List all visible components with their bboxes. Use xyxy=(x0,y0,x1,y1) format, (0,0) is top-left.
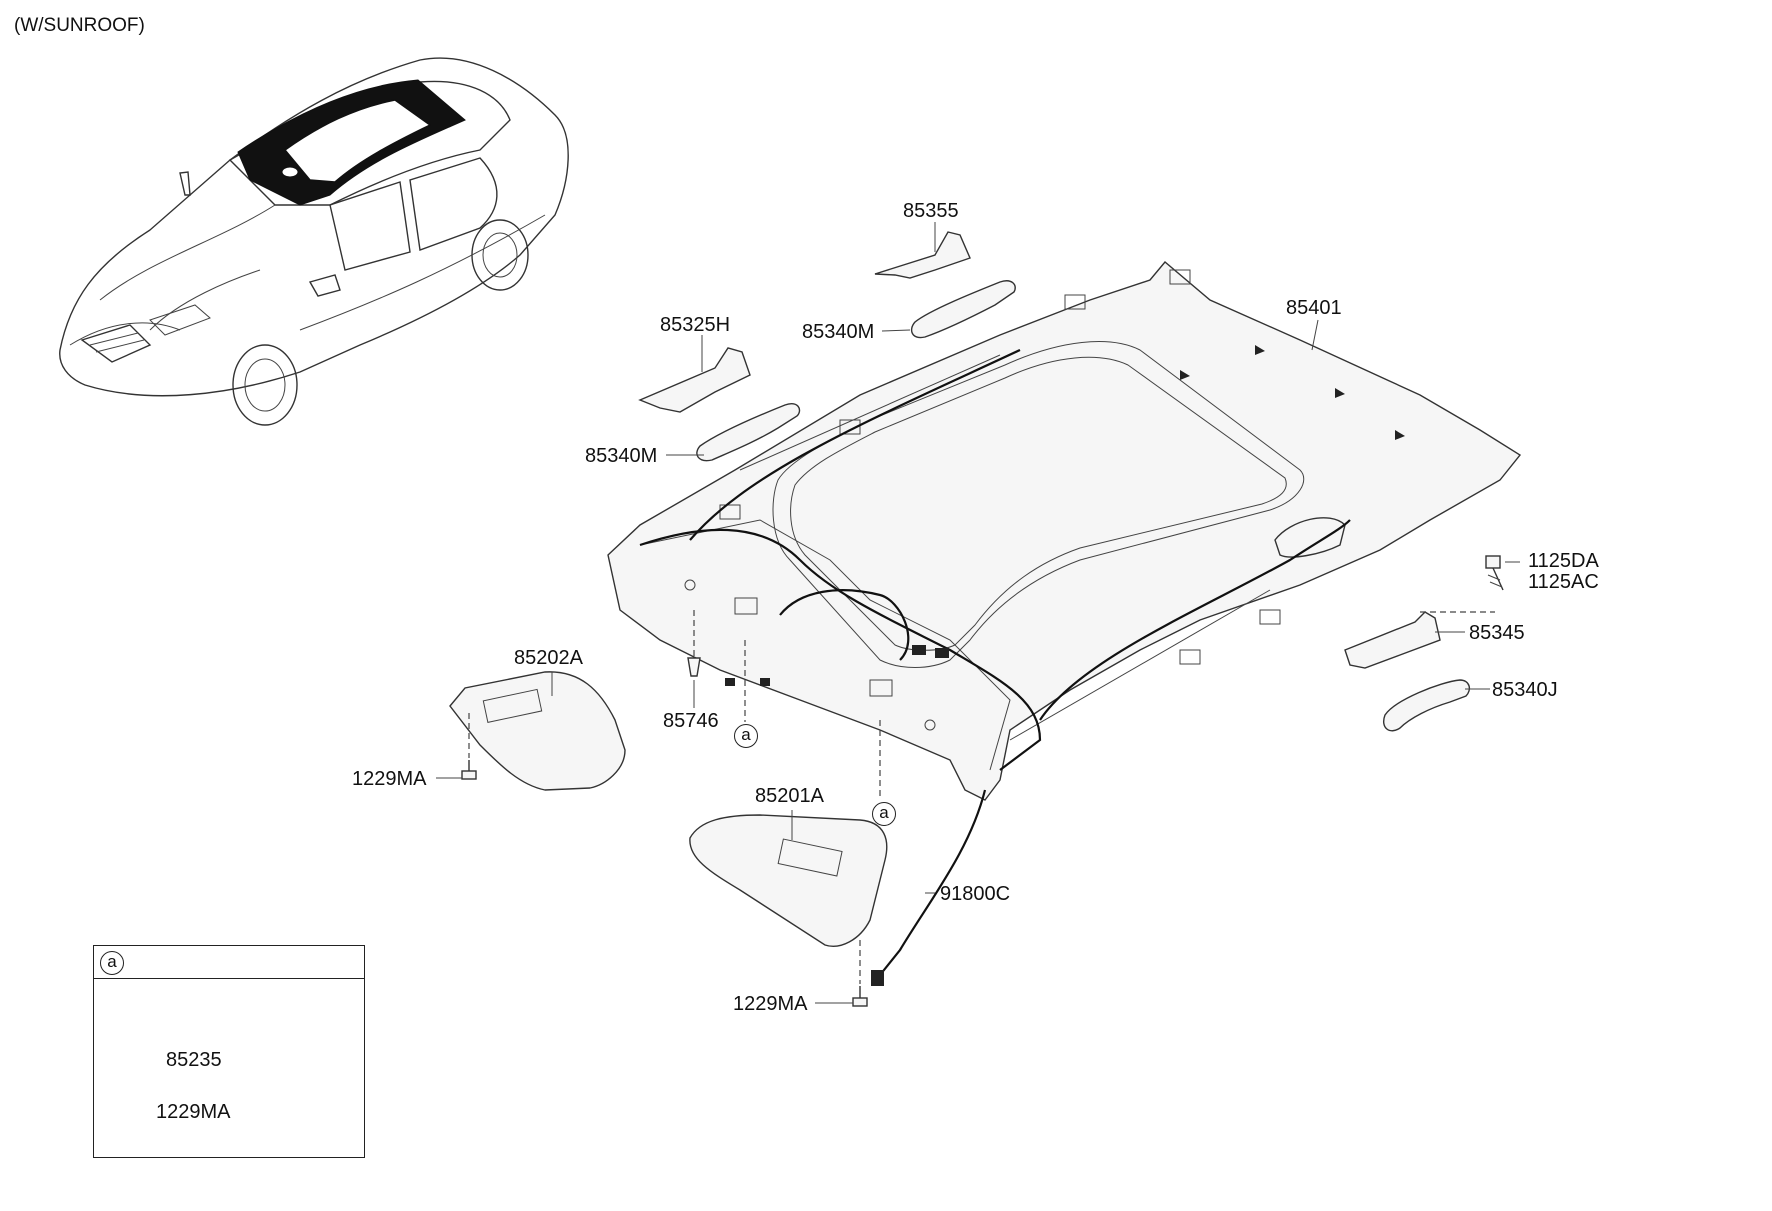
label-85355: 85355 xyxy=(903,200,959,222)
detail-inset-a: a xyxy=(93,945,365,1158)
label-85345: 85345 xyxy=(1469,622,1525,644)
headliner-85401 xyxy=(607,261,1522,986)
grab-handle-85340M-top xyxy=(910,280,1016,339)
clip-85746 xyxy=(687,610,701,677)
bolt-1125DA xyxy=(1485,555,1504,591)
grab-handle-85340J xyxy=(1383,679,1471,732)
screw-1229MA-left xyxy=(461,713,477,780)
label-85201A: 85201A xyxy=(755,785,824,807)
bracket-85355 xyxy=(874,231,971,279)
label-91800C: 91800C xyxy=(940,883,1011,905)
label-85401: 85401 xyxy=(1286,297,1342,319)
label-1125AC: 1125AC xyxy=(1528,571,1599,593)
bracket-85325H xyxy=(638,347,751,413)
label-85340M-top: 85340M xyxy=(802,321,875,343)
label-85340M-left: 85340M xyxy=(585,445,658,467)
screw-1229MA-bottom xyxy=(852,940,868,1007)
label-1125DA: 1125DA xyxy=(1528,550,1599,572)
variant-note: (W/SUNROOF) xyxy=(14,15,145,36)
label-1229MA-left: 1229MA xyxy=(352,768,427,790)
callout-a-right: a xyxy=(872,802,896,826)
bracket-85345 xyxy=(1344,611,1441,669)
label-1229MA-bottom: 1229MA xyxy=(733,993,808,1015)
inset-header: a xyxy=(94,946,364,979)
label-85340J: 85340J xyxy=(1492,679,1558,701)
sun-visor-85202A xyxy=(449,671,626,791)
label-85235: 85235 xyxy=(166,1049,222,1071)
inset-callout-a: a xyxy=(100,951,124,975)
label-85325H: 85325H xyxy=(660,314,731,336)
label-1229MA-inset: 1229MA xyxy=(156,1101,231,1123)
sun-visor-85201A xyxy=(689,814,888,947)
label-85202A: 85202A xyxy=(514,647,583,669)
label-85746: 85746 xyxy=(663,710,719,732)
car-illustration xyxy=(59,57,569,426)
callout-a-left: a xyxy=(734,724,758,748)
leader-lines xyxy=(436,222,1520,1004)
grab-handle-85340M-left xyxy=(696,403,801,462)
